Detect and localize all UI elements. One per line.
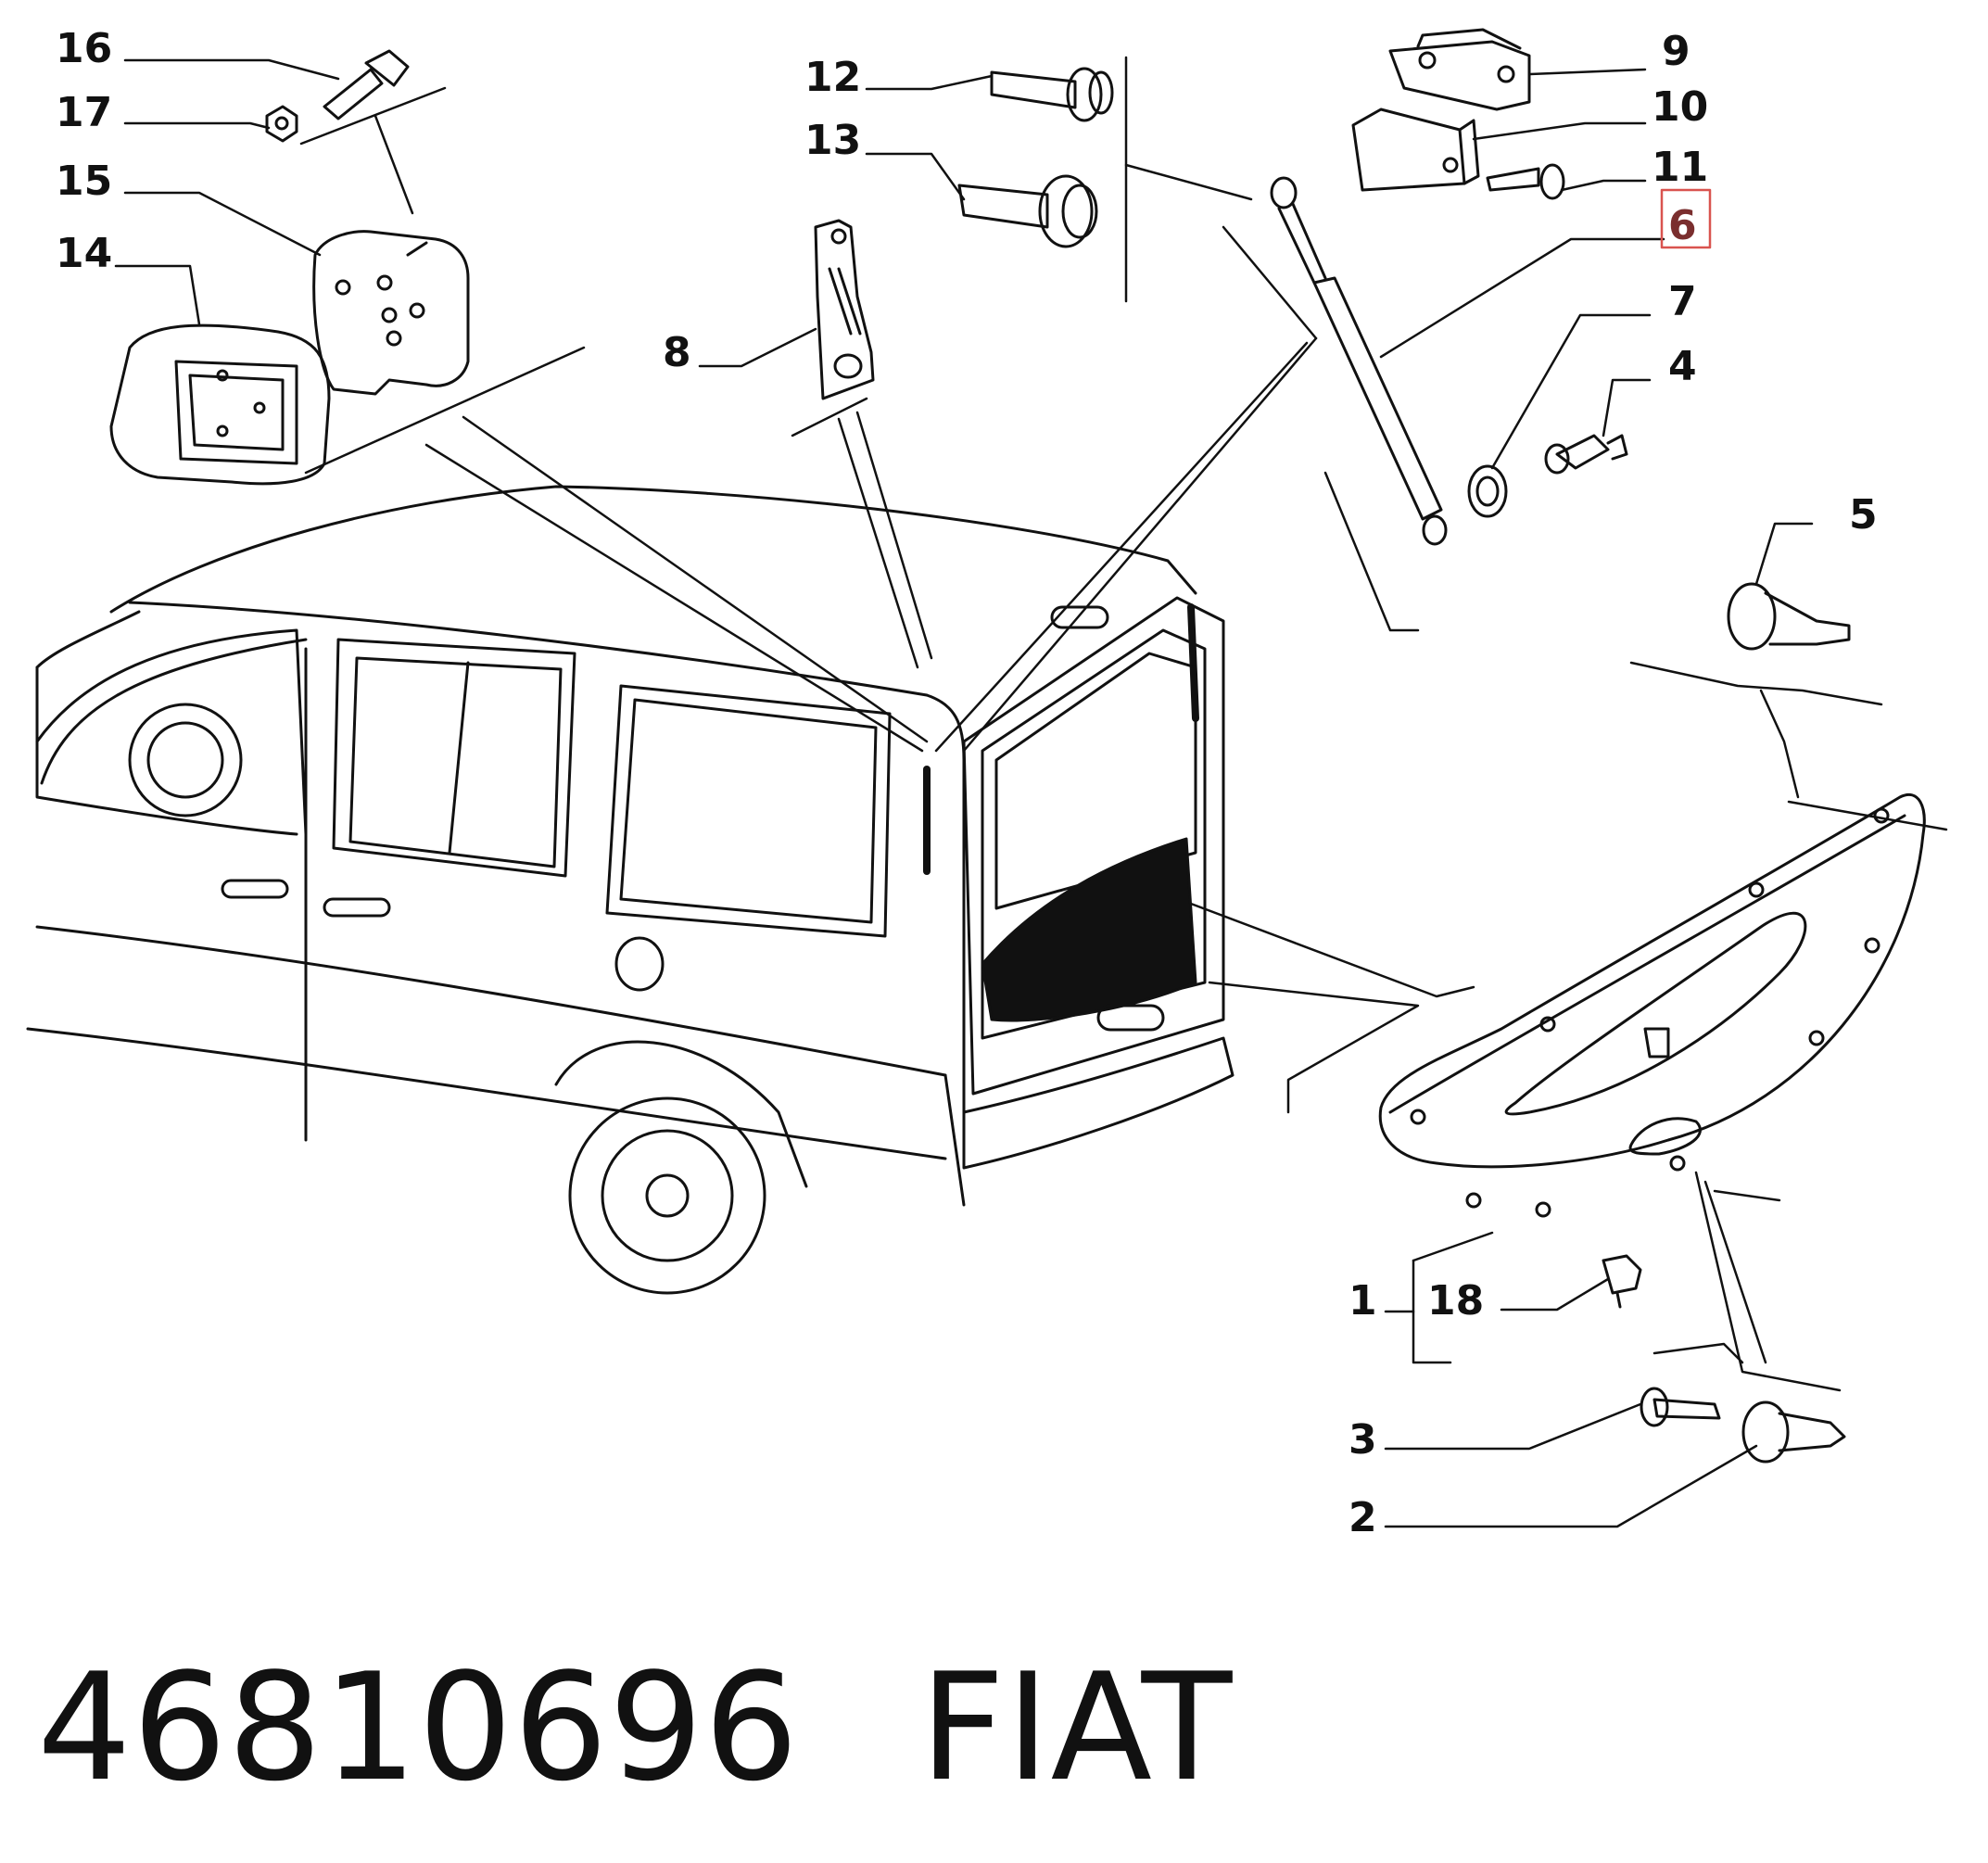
callout-12: 12 <box>804 54 861 101</box>
highlight-box-6 <box>1660 188 1712 249</box>
part-4-pin <box>1544 434 1628 475</box>
callout-5: 5 <box>1849 491 1878 539</box>
callout-16: 16 <box>56 25 112 72</box>
callout-9: 9 <box>1662 28 1690 75</box>
callout-18: 18 <box>1427 1277 1484 1324</box>
part-7-washer <box>1467 464 1508 518</box>
part-1-cover-panel <box>1378 793 1926 1218</box>
callout-14: 14 <box>56 230 112 277</box>
part-10-bracket <box>1351 108 1480 192</box>
caption: 46810696 FIAT <box>37 1641 1233 1814</box>
part-number: 46810696 <box>37 1641 800 1814</box>
callout-2: 2 <box>1349 1494 1377 1541</box>
part-18-clip <box>1602 1254 1642 1309</box>
part-8-bracket <box>814 219 875 400</box>
callout-7: 7 <box>1668 278 1697 325</box>
callout-11: 11 <box>1652 144 1708 191</box>
leader-lines <box>114 56 1948 1528</box>
brand-name: FIAT <box>919 1641 1234 1814</box>
callout-labels: 16 17 15 14 12 13 8 9 10 11 6 7 4 5 1 18… <box>56 25 1878 1541</box>
part-5-push-clip <box>1727 582 1851 651</box>
part-2-rivet <box>1741 1400 1846 1464</box>
parts-diagram: 16 17 15 14 12 13 8 9 10 11 6 7 4 5 1 18… <box>26 25 1948 1541</box>
callout-3: 3 <box>1349 1416 1377 1464</box>
part-6-gas-strut <box>1270 176 1448 546</box>
callout-4: 4 <box>1668 343 1697 390</box>
part-14-rubber-pad <box>109 323 331 486</box>
callout-13: 13 <box>804 117 861 164</box>
part-16-bolt <box>323 49 410 120</box>
part-13-screw <box>957 174 1098 248</box>
part-17-nut <box>265 105 298 143</box>
part-12-screw <box>990 67 1114 122</box>
callout-1: 1 <box>1349 1277 1377 1324</box>
callout-10: 10 <box>1652 83 1708 131</box>
callout-6: 6 <box>1668 202 1697 249</box>
callout-15: 15 <box>56 158 112 205</box>
part-3-screw <box>1640 1387 1721 1427</box>
part-15-stop-block <box>312 230 470 396</box>
callout-8: 8 <box>663 329 691 376</box>
part-11-screw <box>1486 163 1565 200</box>
part-9-clip <box>1388 28 1531 111</box>
van-illustration <box>26 485 1235 1295</box>
callout-17: 17 <box>56 89 112 136</box>
